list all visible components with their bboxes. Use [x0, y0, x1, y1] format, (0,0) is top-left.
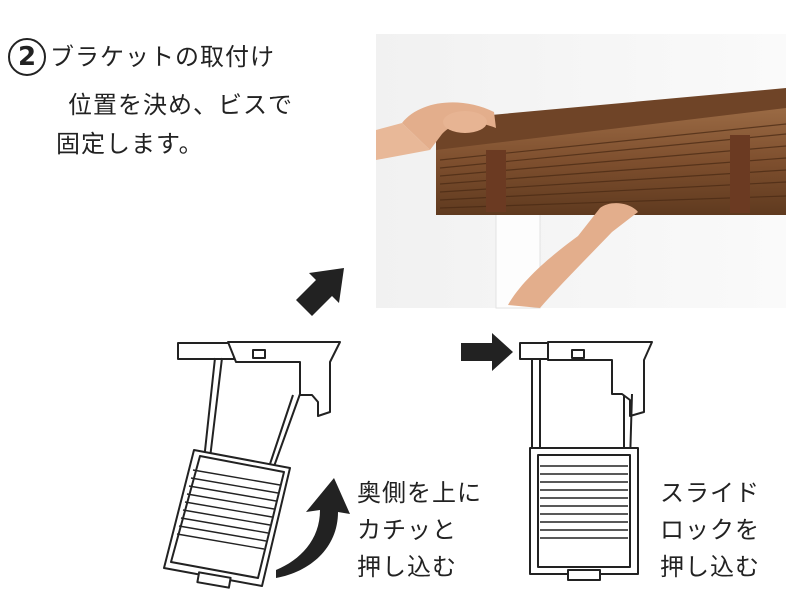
- caption-right: スライド ロックを 押し込む: [660, 475, 760, 586]
- caption-right-line-2: ロックを: [660, 516, 760, 544]
- instruction-line-1: ブラケットの取付け: [50, 43, 275, 71]
- arrow-icon: [296, 268, 344, 316]
- left-bracket-diagram: [163, 341, 341, 589]
- right-bracket-diagram: [519, 341, 653, 581]
- caption-right-line-1: スライド: [660, 479, 760, 507]
- caption-left: 奥側を上に カチッと 押し込む: [357, 475, 482, 586]
- caption-left-line-3: 押し込む: [357, 553, 457, 581]
- caption-left-line-1: 奥側を上に: [357, 479, 482, 507]
- push-arrow-icon: [461, 333, 513, 371]
- instruction-line-2: 位置を決め、ビスで: [68, 91, 293, 119]
- caption-left-line-2: カチッと: [357, 516, 457, 544]
- instruction-line-3: 固定します。: [56, 130, 204, 158]
- installation-photo: [376, 34, 787, 309]
- caption-right-line-3: 押し込む: [660, 553, 760, 581]
- curved-arrow-icon: [276, 478, 350, 578]
- step-number: 2: [8, 38, 46, 76]
